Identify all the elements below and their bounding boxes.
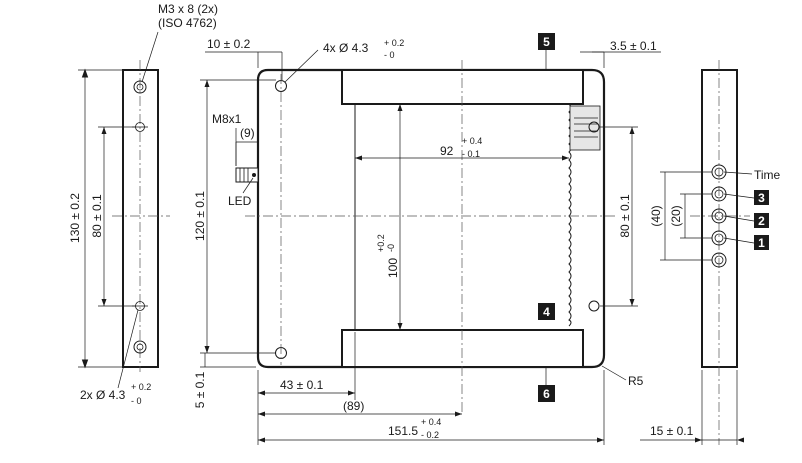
badge-5: 5 bbox=[538, 33, 555, 70]
frame-outline bbox=[256, 68, 606, 369]
hole-4x-label: 4x Ø 4.3 bbox=[323, 41, 369, 55]
screw-bottom-inner-icon bbox=[136, 343, 144, 351]
dim-35-label: 3.5 ± 0.1 bbox=[610, 39, 657, 53]
r5-label: R5 bbox=[628, 374, 644, 388]
right-side-view bbox=[690, 60, 750, 445]
time-callout: Time bbox=[723, 168, 781, 182]
screw-bottom-icon bbox=[133, 340, 147, 354]
dim-20: (20) bbox=[669, 193, 712, 239]
dim-100-tol-bot: -0 bbox=[386, 244, 396, 252]
dim-130-label: 130 ± 0.2 bbox=[68, 193, 82, 243]
dim-130: 130 ± 0.2 bbox=[68, 68, 122, 369]
dim-5-label: 5 ± 0.1 bbox=[193, 371, 207, 408]
dim-120: 120 ± 0.1 bbox=[193, 79, 276, 354]
dim-15: 15 ± 0.1 bbox=[640, 370, 744, 445]
hatched-block bbox=[569, 105, 601, 151]
dim-1515-tol-top: + 0.4 bbox=[421, 417, 441, 427]
dim-100-tol-top: +0.2 bbox=[376, 234, 386, 252]
r5-callout: R5 bbox=[601, 365, 644, 388]
dim-1515-tol-bot: - 0.2 bbox=[421, 430, 439, 440]
connector-dims: M8x1 (9) LED bbox=[212, 112, 258, 208]
dim-9-label: (9) bbox=[240, 126, 255, 140]
hole-2x-tol-bot: - 0 bbox=[131, 396, 142, 406]
time-label: Time bbox=[754, 168, 781, 182]
dim-120-label: 120 ± 0.1 bbox=[193, 191, 207, 241]
top-flange bbox=[341, 69, 584, 105]
right-hole-top-icon bbox=[588, 121, 600, 133]
dim-1515: 151.5 + 0.4 - 0.2 bbox=[258, 370, 605, 445]
left-side-view bbox=[112, 60, 170, 372]
dim-80-left-label: 80 ± 0.1 bbox=[90, 194, 104, 238]
svg-text:5: 5 bbox=[543, 35, 550, 49]
m8-connector[interactable] bbox=[235, 167, 259, 183]
screw-top-icon bbox=[133, 80, 147, 94]
dim-92-label: 92 bbox=[440, 144, 454, 158]
led-label: LED bbox=[228, 194, 252, 208]
dim-100: 100 +0.2 -0 bbox=[376, 104, 403, 330]
dim-15-label: 15 ± 0.1 bbox=[650, 424, 694, 438]
hole-4x-tol-bot: - 0 bbox=[384, 50, 395, 60]
screw-top-inner-icon bbox=[136, 83, 144, 91]
bottom-flange bbox=[341, 329, 584, 368]
svg-text:2: 2 bbox=[758, 214, 765, 228]
dim-92-tol-bot: - 0.1 bbox=[462, 149, 480, 159]
hole-2x-tol-top: + 0.2 bbox=[131, 382, 151, 392]
screw-label: M3 x 8 (2x) bbox=[158, 2, 218, 16]
svg-text:6: 6 bbox=[543, 387, 550, 401]
screw-std-label: (ISO 4762) bbox=[158, 16, 217, 30]
dim-5: 5 ± 0.1 bbox=[193, 353, 256, 408]
right-side-body bbox=[701, 69, 738, 368]
svg-text:1: 1 bbox=[758, 236, 765, 250]
dim-89-label: (89) bbox=[343, 399, 364, 413]
hole-4x-tol-top: + 0.2 bbox=[384, 38, 404, 48]
hole-4x-callout: 4x Ø 4.3 + 0.2 - 0 bbox=[284, 38, 404, 83]
dim-89: (89) bbox=[258, 399, 462, 417]
dim-10: 10 ± 0.2 bbox=[205, 37, 283, 80]
dim-80-right: 80 ± 0.1 bbox=[600, 126, 638, 307]
m8-label: M8x1 bbox=[212, 112, 242, 126]
dim-80-right-label: 80 ± 0.1 bbox=[618, 194, 632, 238]
badge-2: 2 bbox=[723, 213, 769, 228]
dim-1515-label: 151.5 bbox=[388, 424, 418, 438]
left-side-body bbox=[122, 69, 159, 368]
svg-text:4: 4 bbox=[543, 305, 550, 319]
svg-text:3: 3 bbox=[758, 191, 765, 205]
badge-6: 6 bbox=[538, 367, 555, 402]
dim-40-label: (40) bbox=[649, 205, 663, 226]
hole-2x-label: 2x Ø 4.3 bbox=[80, 388, 126, 402]
badge-3: 3 bbox=[723, 190, 769, 205]
hole-2x-callout: 2x Ø 4.3 + 0.2 - 0 bbox=[80, 309, 151, 406]
dim-100-label: 100 bbox=[386, 258, 400, 278]
dim-92-tol-top: + 0.4 bbox=[462, 136, 482, 146]
badge-1: 1 bbox=[723, 235, 769, 250]
dim-43: 43 ± 0.1 bbox=[257, 332, 356, 445]
dim-80-left: 80 ± 0.1 bbox=[90, 126, 136, 307]
dim-40: (40) bbox=[649, 171, 712, 261]
dim-20-label: (20) bbox=[669, 205, 683, 226]
badge-4: 4 bbox=[538, 303, 555, 320]
dim-43-label: 43 ± 0.1 bbox=[280, 378, 324, 392]
front-view bbox=[235, 60, 615, 415]
led-icon bbox=[252, 173, 256, 177]
right-hole-bottom-icon bbox=[588, 300, 600, 312]
dim-92: 92 + 0.4 - 0.1 bbox=[355, 136, 569, 161]
screw-callout: M3 x 8 (2x) (ISO 4762) bbox=[141, 2, 218, 83]
dim-10-label: 10 ± 0.2 bbox=[207, 37, 251, 51]
dim-35: 3.5 ± 0.1 bbox=[580, 39, 661, 68]
